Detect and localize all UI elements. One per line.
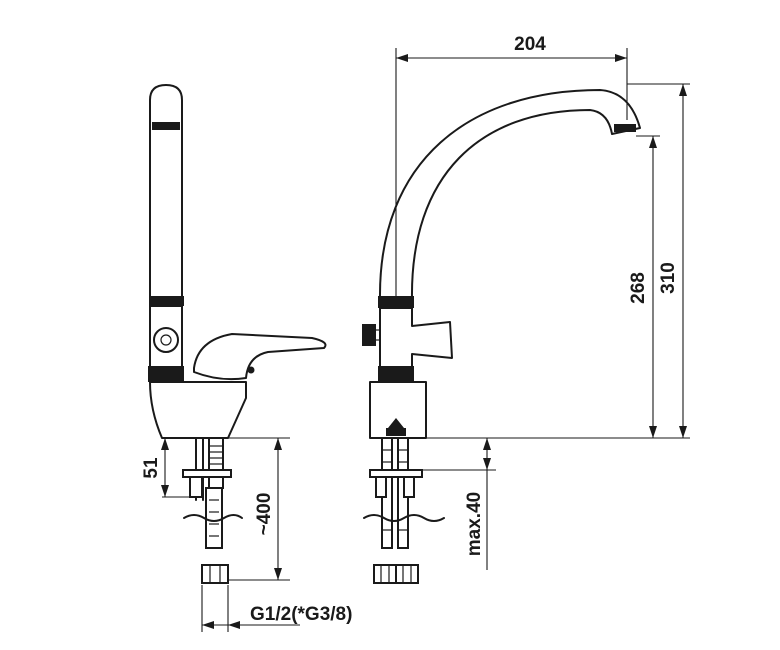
front-side-knob bbox=[362, 324, 376, 346]
front-body-logo bbox=[388, 418, 404, 428]
dimension-body-height: 51 bbox=[141, 437, 190, 498]
side-mounting-washer bbox=[182, 469, 232, 478]
dimension-hose-length-label: ~400 bbox=[254, 493, 275, 536]
dimension-total-height: 310 bbox=[627, 83, 690, 438]
dimension-total-height-label: 310 bbox=[658, 262, 679, 294]
front-mounting-rods bbox=[363, 437, 445, 584]
side-swivel-nut-inner bbox=[160, 334, 172, 346]
dimension-body-height-label: 51 bbox=[141, 457, 162, 479]
side-aerator bbox=[152, 122, 180, 130]
front-spout-arch bbox=[378, 89, 641, 301]
front-hose-break bbox=[363, 514, 445, 522]
side-body-ring bbox=[148, 366, 184, 382]
front-hose-connector-left bbox=[373, 564, 397, 584]
dimension-hose-length: ~400 bbox=[228, 437, 290, 581]
side-swivel-nut bbox=[153, 327, 179, 353]
side-hose-connector bbox=[201, 564, 229, 584]
front-spout-ring bbox=[378, 296, 414, 308]
side-body bbox=[149, 381, 247, 439]
front-cartridge-housing bbox=[379, 307, 453, 369]
side-tube-ring bbox=[149, 296, 184, 306]
side-mounting-rods bbox=[182, 437, 243, 584]
dimension-max-thickness-label: max.40 bbox=[464, 492, 485, 556]
dimension-width-label: 204 bbox=[514, 34, 546, 55]
side-hose-break bbox=[183, 514, 243, 522]
dimension-width: 204 bbox=[395, 34, 628, 300]
front-view-faucet bbox=[362, 89, 641, 584]
dimension-thread-label: G1/2(*G3/8) bbox=[250, 604, 352, 625]
front-body-ring bbox=[378, 366, 414, 382]
side-view-faucet bbox=[148, 84, 327, 584]
front-spout-tip bbox=[614, 124, 636, 132]
front-hose-connector-right bbox=[395, 564, 419, 584]
side-lever-handle bbox=[193, 333, 327, 381]
side-lever-screw bbox=[247, 366, 255, 374]
dimension-spout-height-label: 268 bbox=[628, 272, 649, 304]
dimension-spout-height: 268 bbox=[628, 135, 660, 438]
dimension-thread: G1/2(*G3/8) bbox=[201, 585, 352, 632]
front-mounting-washer bbox=[369, 469, 423, 478]
side-spout-tube bbox=[149, 84, 183, 301]
dimension-max-thickness: max.40 bbox=[422, 438, 496, 570]
